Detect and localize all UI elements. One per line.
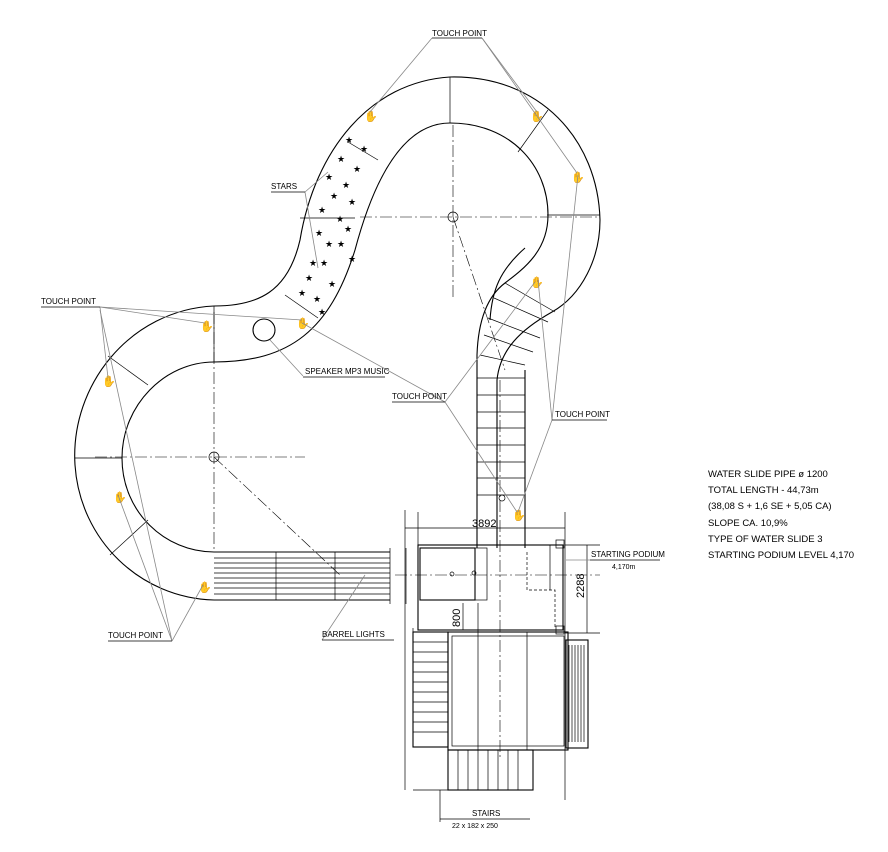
stars-label: STARS — [271, 182, 297, 191]
star-icon: ★ — [315, 229, 323, 239]
starting-podium-label: STARTING PODIUM — [591, 550, 665, 559]
straight-run — [477, 370, 526, 548]
star-icon: ★ — [305, 274, 313, 284]
star-icon: ★ — [348, 255, 356, 265]
touch-point-label: TOUCH POINT — [555, 410, 610, 419]
star-icon: ★ — [353, 165, 361, 175]
star-icon: ★ — [360, 145, 368, 155]
star-icon: ★ — [330, 192, 338, 202]
star-icon: ★ — [309, 259, 317, 269]
star-icon: ★ — [320, 259, 328, 269]
star-markers: ★ ★ ★ ★ ★ ★ ★ ★ ★ ★ ★ ★ ★ ★ ★ ★ ★ ★ ★ ★ … — [298, 136, 368, 318]
slide-specifications: WATER SLIDE PIPE ø 1200 TOTAL LENGTH - 4… — [708, 467, 878, 564]
dimension-height-right: 2288 — [575, 574, 587, 598]
star-icon: ★ — [313, 295, 321, 305]
stairs-label: STAIRS — [472, 809, 500, 818]
hand-icon: ✋ — [530, 276, 544, 289]
star-icon: ★ — [337, 240, 345, 250]
spec-podium-level: STARTING PODIUM LEVEL 4,170 — [708, 550, 855, 562]
spec-slope: SLOPE CA. 10,9% — [708, 517, 788, 529]
star-icon: ★ — [344, 225, 352, 235]
starting-podium-structure — [404, 510, 600, 822]
star-icon: ★ — [298, 289, 306, 299]
stairs-size: 22 x 182 x 250 — [452, 823, 498, 830]
star-icon: ★ — [325, 240, 333, 250]
spec-pipe: WATER SLIDE PIPE ø 1200 — [708, 469, 828, 480]
dimension-width: 3892 — [472, 518, 496, 530]
spec-length-breakdown: (38,08 S + 1,6 SE + 5,05 CA) — [708, 501, 832, 513]
segment-joints — [75, 77, 600, 556]
star-icon: ★ — [336, 215, 344, 225]
star-icon: ★ — [325, 173, 333, 183]
speaker-icon — [252, 318, 276, 342]
leader-lines — [99, 37, 590, 642]
touch-point-label: TOUCH POINT — [392, 392, 447, 401]
hand-icon: ✋ — [364, 110, 378, 123]
barrel-lights-label: BARREL LIGHTS — [322, 630, 385, 639]
barrel-lights-section — [214, 548, 407, 604]
dimension-height-left: 800 — [451, 609, 463, 627]
star-icon: ★ — [318, 206, 326, 216]
spec-slide-type: TYPE OF WATER SLIDE 3 — [708, 533, 823, 545]
starting-podium-level: 4,170m — [612, 564, 636, 571]
hand-icon: ✋ — [198, 581, 212, 594]
hand-icon: ✋ — [200, 320, 214, 333]
callout-labels: TOUCH POINT STARS TOUCH POINT SPEAKER MP… — [41, 29, 665, 830]
touch-point-label: TOUCH POINT — [41, 297, 96, 306]
hand-icon: ✋ — [113, 491, 127, 504]
dimension-labels: 3892 2288 800 — [451, 518, 587, 627]
speaker-label: SPEAKER MP3 MUSIC — [305, 367, 390, 376]
star-icon: ★ — [318, 308, 326, 318]
touch-point-label: TOUCH POINT — [108, 631, 163, 640]
hand-icon: ✋ — [102, 375, 116, 388]
spec-total-length: TOTAL LENGTH - 44,73m — [708, 485, 819, 497]
star-icon: ★ — [337, 155, 345, 165]
star-icon: ★ — [342, 181, 350, 191]
star-icon: ★ — [328, 280, 336, 290]
touch-point-label: TOUCH POINT — [432, 29, 487, 38]
star-icon: ★ — [345, 136, 353, 146]
star-icon: ★ — [348, 198, 356, 208]
center-axes — [95, 125, 600, 760]
hand-icon: ✋ — [512, 509, 526, 522]
slide-outline — [74, 76, 601, 601]
